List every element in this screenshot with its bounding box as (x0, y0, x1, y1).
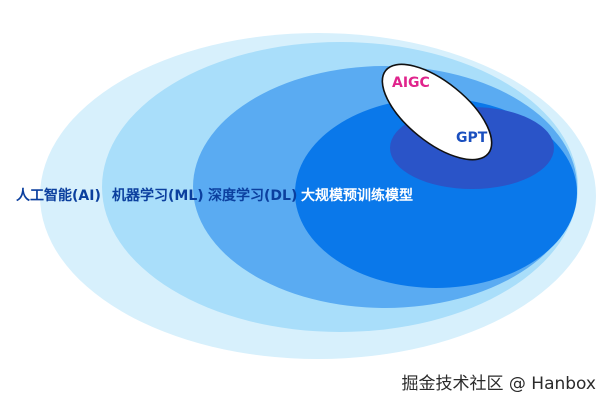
label-pretrained-model: 大规模预训练模型 (301, 187, 413, 204)
label-dl: 深度学习(DL) (208, 187, 297, 204)
watermark-text: 掘金技术社区 @ Hanbox (401, 374, 596, 394)
label-aigc: AIGC (392, 75, 430, 91)
ellipse-aigc (381, 63, 493, 161)
label-ai: 人工智能(AI) (16, 187, 101, 204)
label-ml: 机器学习(ML) (112, 187, 204, 204)
label-gpt: GPT (456, 130, 488, 146)
